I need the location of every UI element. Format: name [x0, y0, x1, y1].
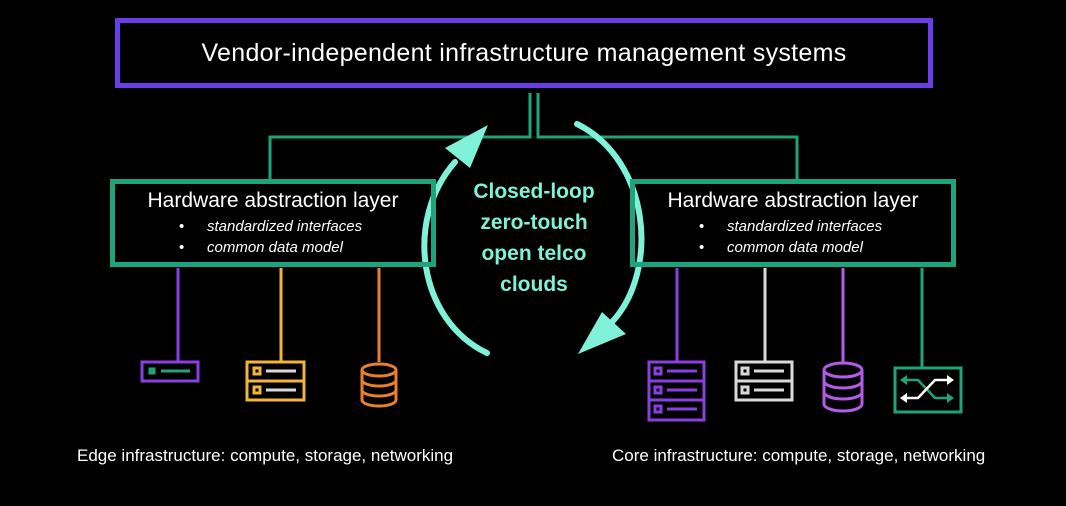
server-rack-icon	[647, 360, 706, 422]
hal-title: Hardware abstraction layer	[667, 189, 919, 212]
database-icon	[360, 362, 398, 408]
management-systems-box: Vendor-independent infrastructure manage…	[115, 18, 933, 88]
edge-infrastructure-caption: Edge infrastructure: compute, storage, n…	[77, 446, 454, 465]
hal-box-core: Hardware abstraction layer standardized …	[630, 179, 956, 267]
closed-loop-line: open telco	[481, 242, 587, 265]
hal-features-list: standardized interfaces common data mode…	[115, 216, 431, 258]
hal-features-list: standardized interfaces common data mode…	[635, 216, 951, 258]
loop-arrowhead-left	[445, 125, 488, 168]
hal-feature-item: standardized interfaces	[115, 216, 431, 237]
connector-top-to-left-hal	[268, 93, 532, 179]
hal-box-edge: Hardware abstraction layer standardized …	[110, 179, 436, 267]
server-icon	[140, 360, 200, 383]
hal-title: Hardware abstraction layer	[147, 189, 399, 212]
hal-feature-item: standardized interfaces	[635, 216, 951, 237]
closed-loop-line: Closed-loop	[473, 180, 595, 203]
hal-feature-item: common data model	[635, 237, 951, 258]
connector-top-to-right-hal	[536, 93, 799, 179]
closed-loop-label: Closed-loop zero-touch open telco clouds	[440, 176, 628, 300]
closed-loop-line: zero-touch	[480, 211, 588, 234]
hal-feature-item: common data model	[115, 237, 431, 258]
database-icon	[822, 361, 864, 413]
server-rack-icon	[245, 360, 306, 402]
network-switch-icon	[893, 366, 963, 414]
server-rack-icon	[734, 360, 794, 402]
management-systems-title: Vendor-independent infrastructure manage…	[201, 38, 847, 67]
closed-loop-line: clouds	[500, 273, 568, 296]
core-infrastructure-caption: Core infrastructure: compute, storage, n…	[612, 446, 986, 465]
loop-arrowhead-right	[578, 312, 626, 354]
